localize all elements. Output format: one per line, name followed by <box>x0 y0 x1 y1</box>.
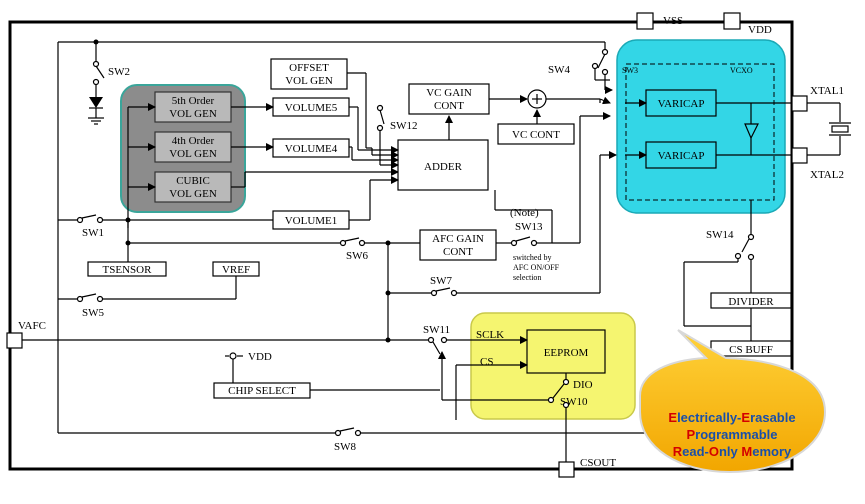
volume5-label: VOLUME5 <box>285 102 338 114</box>
switched-note-3: selection <box>513 273 541 282</box>
vdd-supply-label: VDD <box>248 351 272 363</box>
offset-label2: VOL GEN <box>285 75 333 87</box>
vss-pin <box>636 12 654 30</box>
volume4-label: VOLUME4 <box>285 143 338 155</box>
adder-label: ADDER <box>424 161 463 173</box>
diode-icon <box>89 97 103 108</box>
csout-pin <box>558 461 575 478</box>
vafc-pin <box>6 332 23 349</box>
cubic-block <box>154 171 232 203</box>
callout-line2: Programmable <box>686 427 777 442</box>
adder-block <box>397 139 489 191</box>
sw1-label: SW1 <box>82 227 104 239</box>
sw8-label: SW8 <box>334 441 357 453</box>
sw5-label: SW5 <box>82 307 105 319</box>
sw11-label: SW11 <box>423 324 450 336</box>
afc-gain-label2: CONT <box>443 246 473 258</box>
sw12-label: SW12 <box>390 120 418 132</box>
vcxo-label: VCXO <box>730 66 753 75</box>
tsensor-block <box>87 261 167 277</box>
callout-line1: Electrically-Erasable <box>668 410 795 425</box>
sclk-label: SCLK <box>476 329 504 341</box>
vc-gain-label2: CONT <box>434 100 464 112</box>
divider-label: DIVIDER <box>728 296 774 308</box>
sw7-label: SW7 <box>430 275 453 287</box>
vafc-label: VAFC <box>18 320 46 332</box>
vc-gain-label1: VC GAIN <box>426 87 472 99</box>
eeprom-block <box>526 329 606 374</box>
vc-cont-label: VC CONT <box>512 129 560 141</box>
offset-vol-gen-block <box>270 58 348 90</box>
cubic-label1: CUBIC <box>176 175 210 187</box>
switched-note-2: AFC ON/OFF <box>513 263 560 272</box>
vc-gain-cont-block <box>408 83 490 115</box>
sw3-label: SW3 <box>622 66 638 75</box>
chip-outline <box>8 20 794 471</box>
sw2-label: SW2 <box>108 66 130 78</box>
crystal-icon <box>807 102 851 156</box>
vdd-pin-label: VDD <box>748 24 772 36</box>
note-label: (Note) <box>510 207 539 219</box>
vcxo-region <box>616 39 786 214</box>
fifth-order-label2: VOL GEN <box>169 108 217 120</box>
fourth-order-block <box>154 131 232 163</box>
fourth-order-label2: VOL GEN <box>169 148 217 160</box>
cs-label: CS <box>480 356 493 368</box>
fifth-order-block <box>154 91 232 123</box>
offset-label1: OFFSET <box>289 62 329 74</box>
volume1-label: VOLUME1 <box>285 215 338 227</box>
dio-label: DIO <box>573 379 593 391</box>
tsensor-label: TSENSOR <box>103 264 153 276</box>
varicap-bottom-label: VARICAP <box>658 150 705 162</box>
fifth-order-label1: 5th Order <box>172 95 215 107</box>
sw13-label: SW13 <box>515 221 543 233</box>
vdd-pin <box>723 12 741 30</box>
xtal2-pin <box>791 147 808 164</box>
cs-buff-label: CS BUFF <box>729 344 773 356</box>
chip-select-label: CHIP SELECT <box>228 385 296 397</box>
sw4-label: SW4 <box>548 64 571 76</box>
vss-label: VSS <box>663 15 683 27</box>
sw6-label: SW6 <box>346 250 369 262</box>
vc-cont-block <box>497 123 575 145</box>
xtal1-pin <box>791 95 808 112</box>
varicap-top-label: VARICAP <box>658 98 705 110</box>
sw14-label: SW14 <box>706 229 734 241</box>
callout-line3: Read-Only Memory <box>673 444 792 459</box>
cubic-label2: VOL GEN <box>169 188 217 200</box>
afc-gain-label1: AFC GAIN <box>432 233 484 245</box>
vref-label: VREF <box>222 264 250 276</box>
eeprom-label: EEPROM <box>544 347 589 359</box>
fourth-order-label1: 4th Order <box>172 135 215 147</box>
xtal1-label: XTAL1 <box>810 85 844 97</box>
xtal2-label: XTAL2 <box>810 169 844 181</box>
eeprom-callout-bubble <box>639 329 827 474</box>
csout-label: CSOUT <box>580 457 616 469</box>
afc-gain-cont-block <box>419 229 497 261</box>
switched-note-1: switched by <box>513 253 551 262</box>
vcxo-dashed-box <box>625 63 775 201</box>
